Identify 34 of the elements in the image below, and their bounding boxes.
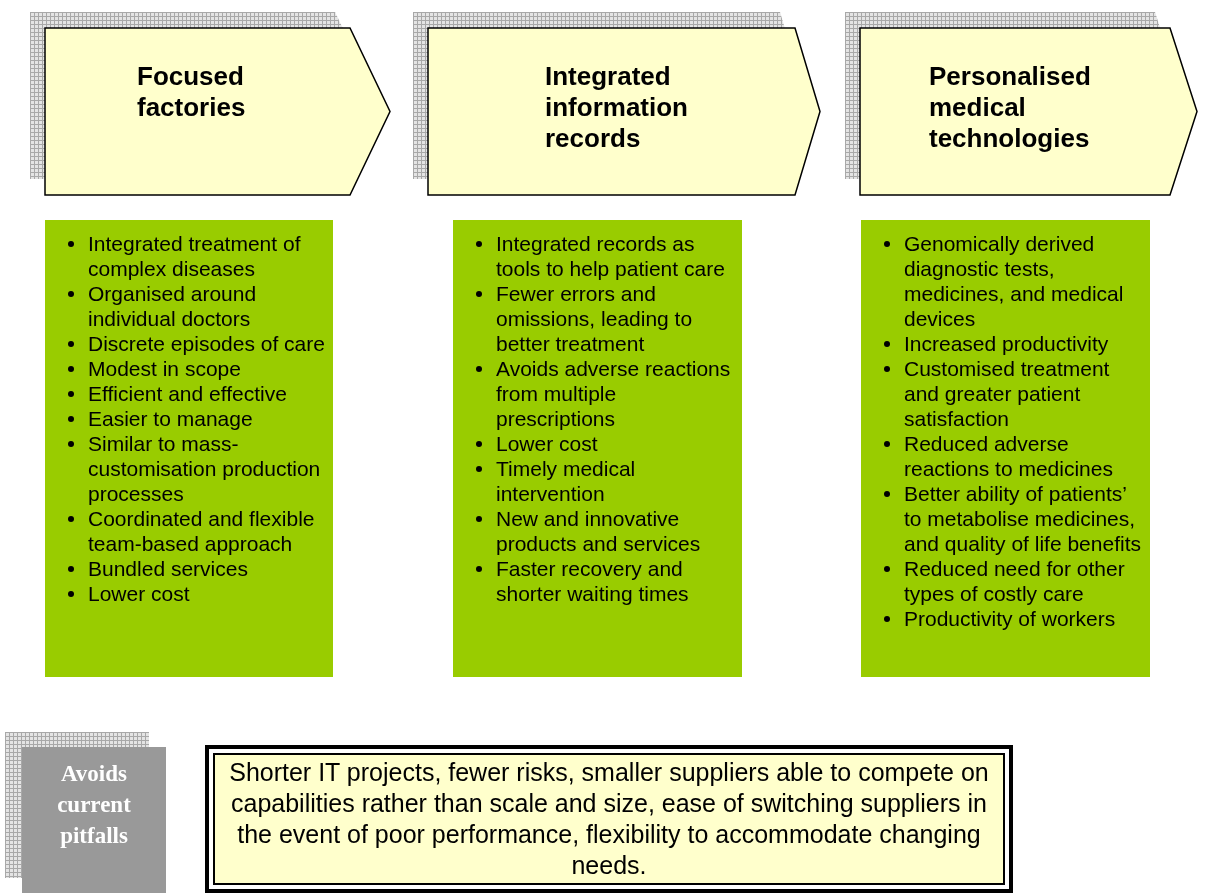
bullet-item: Integrated treatment of complex diseases [88,232,301,280]
bullet-item: New and innovative products and services [496,507,701,555]
bullet-item: Reduced adverse reactions to medicines [904,432,1113,480]
bullet-item: Organised around individual doctors [88,282,257,330]
bullet-item: Genomically derived diagnostic tests, medicines, and medical devices [904,232,1124,330]
label-card [5,732,166,893]
chevron-title: Integrated information records [545,61,689,154]
chevron-title: Personalised medical technologies [929,61,1092,154]
bullet-item: Increased productivity [904,332,1109,355]
bullet-item: Better ability of patients’ to metabolise medicines, and quality of life benefits [904,482,1141,555]
bullet-item: Integrated records as tools to help patient care [496,232,725,280]
note-box [205,745,1013,893]
chevron-title: Focused factories [137,61,247,123]
bullet-list-panel [453,220,742,677]
bullet-item: Easier to manage [88,407,253,430]
bullet-item: Faster recovery and shorter waiting times [496,557,689,605]
bullet-item: Productivity of workers [904,607,1116,630]
bullet-item: Timely medical intervention [496,457,636,505]
bullet-list-panel [45,220,333,677]
bullet-item: Customised treatment and greater patient satisfaction [904,357,1110,430]
card-label: Avoids current pitfalls [56,760,132,850]
bullet-item: Coordinated and flexible team-based approach [88,507,315,555]
bullet-item: Discrete episodes of care [88,332,325,355]
bullet-item: Lower cost [496,432,598,455]
bullet-item: Efficient and effective [88,382,287,405]
bullet-item: Bundled services [88,557,248,580]
bullet-list-panel [861,220,1150,677]
note-text: Shorter IT projects, fewer risks, smaller suppliers able to compete on capabilities rather than scale and size, ease of switching suppliers in the event of poor performance, flexibility to accommodate changing needs. [228,757,990,881]
bullet-item: Similar to mass-customisation production processes [88,432,321,505]
bullet-item: Lower cost [88,582,190,605]
bullet-item: Reduced need for other types of costly care [904,557,1125,605]
bullet-item: Avoids adverse reactions from multiple prescriptions [496,357,731,430]
bullet-item: Modest in scope [88,357,241,380]
bullet-item: Fewer errors and omissions, leading to better treatment [496,282,693,355]
